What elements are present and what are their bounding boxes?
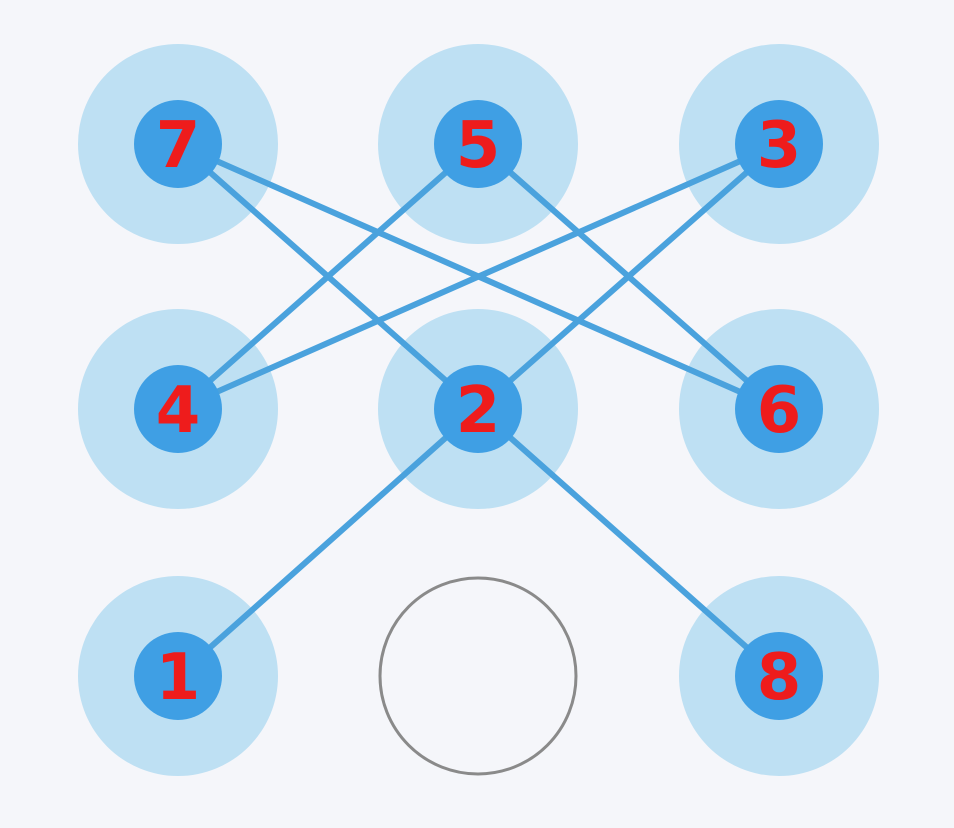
pattern-node-8[interactable]: 8	[735, 632, 823, 720]
pattern-node-2[interactable]: 2	[434, 365, 522, 453]
node-label: 7	[156, 109, 201, 183]
node-label: 3	[757, 109, 802, 183]
pattern-node-7[interactable]: 7	[134, 100, 222, 188]
empty-node-ring	[378, 576, 578, 776]
pattern-node-5[interactable]: 5	[434, 100, 522, 188]
path-segment-7-to-2	[175, 141, 481, 412]
node-dot	[134, 100, 222, 188]
pattern-path	[175, 141, 782, 679]
node-label: 5	[456, 109, 501, 183]
node-dot	[434, 100, 522, 188]
path-segment-5-to-6	[475, 141, 782, 412]
node-label: 6	[757, 374, 802, 448]
node-dot	[735, 365, 823, 453]
node-dot	[134, 365, 222, 453]
pattern-node-empty[interactable]	[378, 576, 578, 776]
node-label: 1	[156, 641, 201, 715]
pattern-node-layer: 7 5 3 4 2 6 1 8	[134, 100, 823, 776]
node-dot	[735, 100, 823, 188]
path-segment-6-to-7	[175, 141, 782, 412]
pattern-node-6[interactable]: 6	[735, 365, 823, 453]
node-label: 8	[757, 641, 802, 715]
path-segment-1-to-2	[175, 406, 481, 679]
node-dot	[134, 632, 222, 720]
path-segment-2-to-8	[475, 406, 782, 679]
node-dot	[735, 632, 823, 720]
node-dot	[434, 365, 522, 453]
node-label: 2	[456, 374, 501, 448]
node-label: 4	[156, 374, 201, 448]
empty-node-fill	[380, 578, 576, 774]
pattern-node-1[interactable]: 1	[134, 632, 222, 720]
pattern-node-3[interactable]: 3	[735, 100, 823, 188]
pattern-node-4[interactable]: 4	[134, 365, 222, 453]
